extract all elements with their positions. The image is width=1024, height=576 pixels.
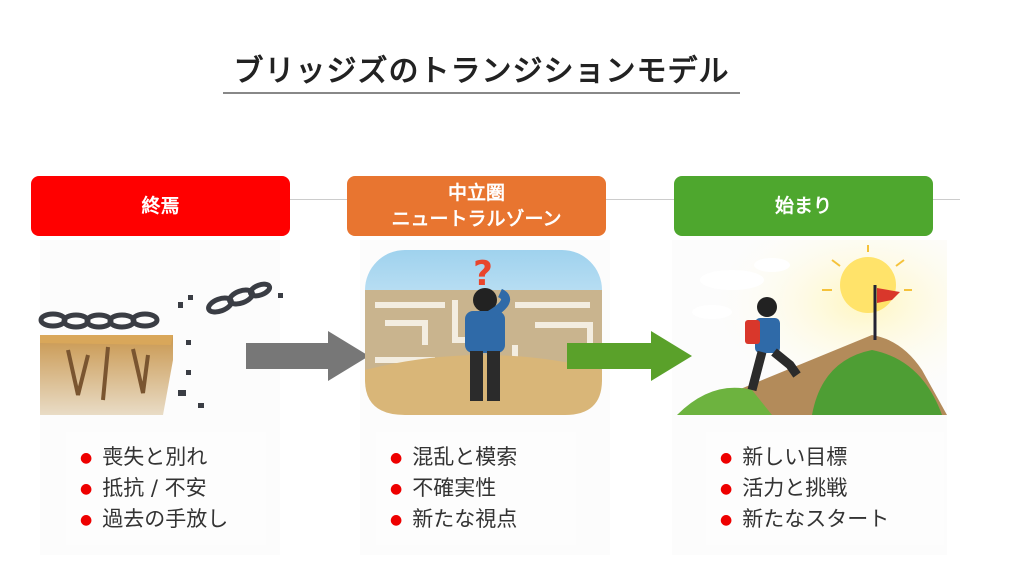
bullet-icon: ● [720, 481, 733, 497]
phase-header-beginning: 始まり [674, 176, 933, 236]
list-item: ●抵抗 / 不安 [80, 476, 207, 500]
phase-label: 終焉 [141, 195, 180, 217]
bullet-icon: ● [80, 450, 93, 466]
slide-title: ブリッジズのトランジションモデル [233, 54, 730, 89]
phase-header-neutral-zone: 中立圏 ニュートラルゾーン [347, 176, 606, 236]
title-underline [223, 92, 740, 94]
arrow-right-icon [246, 331, 369, 381]
ending-list: ●喪失と別れ ●抵抗 / 不安 ●過去の手放し [66, 432, 266, 545]
list-item: ●喪失と別れ [80, 445, 208, 469]
bullet-icon: ● [720, 512, 733, 528]
bullet-icon: ● [390, 512, 403, 528]
person-in-maze-icon: ? [365, 250, 602, 415]
list-item: ●活力と挑戦 [720, 476, 848, 500]
beginning-list: ●新しい目標 ●活力と挑戦 ●新たなスタート [706, 432, 944, 545]
phase-label: 中立圏 [447, 182, 505, 204]
bullet-icon: ● [390, 450, 403, 466]
broken-chain-cliff-icon [38, 281, 283, 415]
timeline-line [290, 199, 960, 200]
phase-header-ending: 終焉 [31, 176, 290, 236]
list-item: ●不確実性 [390, 476, 497, 500]
list-item: ●新しい目標 [720, 445, 848, 469]
climber-summit-icon [672, 240, 947, 418]
list-item: ●新たなスタート [720, 507, 890, 531]
list-item: ●混乱と模索 [390, 445, 518, 469]
arrow-right-icon [567, 331, 692, 381]
phase-label: 始まり [774, 195, 832, 217]
list-item: ●過去の手放し [80, 507, 229, 531]
neutral-list: ●混乱と模索 ●不確実性 ●新たな視点 [376, 432, 576, 545]
bullet-icon: ● [390, 481, 403, 497]
bullet-icon: ● [720, 450, 733, 466]
bullet-icon: ● [80, 512, 93, 528]
bullet-icon: ● [80, 481, 93, 497]
svg-text:?: ? [473, 254, 493, 294]
phase-sublabel: ニュートラルゾーン [391, 208, 562, 230]
list-item: ●新たな視点 [390, 507, 518, 531]
